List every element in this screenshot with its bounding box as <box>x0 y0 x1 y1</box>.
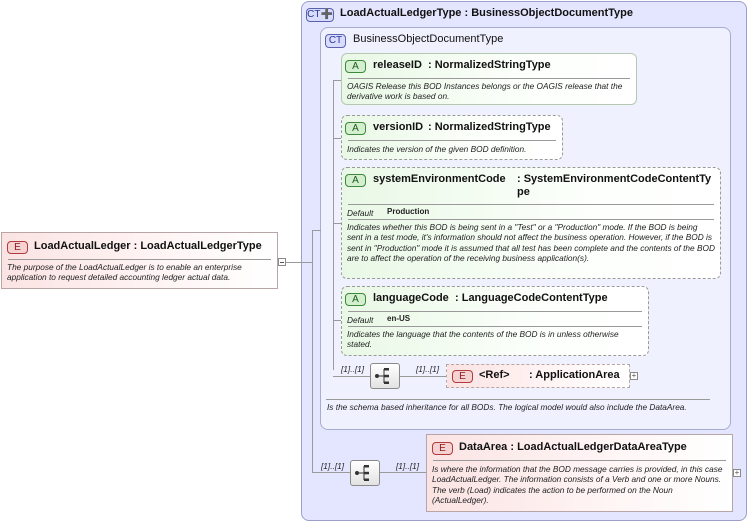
attr-tree-line <box>333 80 334 370</box>
attribute-separator <box>348 311 642 312</box>
default-value: Production <box>387 207 430 216</box>
elem-badge-label: E <box>439 443 446 454</box>
attribute-icon: A <box>345 293 366 306</box>
attribute-languagecode[interactable]: A languageCode : LanguageCodeContentType… <box>341 286 649 356</box>
attribute-icon: A <box>345 122 366 135</box>
outer-to-dataarea-seq <box>312 472 350 473</box>
element-multiplicity: [1]..[1] <box>416 364 440 374</box>
base-type-doc: Is the schema based inheritance for all … <box>327 402 687 412</box>
attribute-icon: A <box>345 174 366 187</box>
sequence-multiplicity: [1]..[1] <box>341 364 365 374</box>
seq-to-appArea <box>400 376 446 377</box>
attr-badge-label: A <box>352 123 359 134</box>
element-icon: E <box>432 442 453 455</box>
seq-branch <box>333 376 370 377</box>
outer-type-title: LoadActualLedgerType : BusinessObjectDoc… <box>340 7 633 19</box>
element-doc: The purpose of the LoadActualLedger is t… <box>7 262 242 283</box>
element-separator <box>433 460 726 461</box>
complex-type-extension-icon: CT➕ <box>306 8 334 22</box>
sequence-compositor-icon[interactable] <box>370 363 400 389</box>
complex-type-icon: CT <box>325 34 346 48</box>
outer-to-base <box>312 230 321 231</box>
element-icon: E <box>452 370 473 383</box>
element-separator <box>8 259 271 260</box>
attr-branch-2 <box>333 138 342 139</box>
attribute-type: : SystemEnvironmentCodeContentType <box>517 173 712 198</box>
ref-type: : ApplicationArea <box>529 369 620 381</box>
attribute-separator <box>348 219 714 220</box>
element-applicationarea[interactable]: E <Ref> : ApplicationArea <box>446 364 630 388</box>
element-title: LoadActualLedger : LoadActualLedgerType <box>34 240 262 252</box>
attribute-systemenvironmentcode[interactable]: A systemEnvironmentCode : SystemEnvironm… <box>341 167 721 279</box>
attribute-doc: OAGIS Release this BOD Instances belongs… <box>347 81 623 102</box>
attribute-name: versionID <box>373 121 424 133</box>
attr-branch-3 <box>333 223 342 224</box>
element-icon: E <box>7 241 28 254</box>
default-label: Default <box>347 315 374 325</box>
attribute-type: : LanguageCodeContentType <box>455 292 608 304</box>
attribute-type: : NormalizedStringType <box>428 59 551 71</box>
minus-collapse-icon[interactable] <box>278 258 286 266</box>
element-multiplicity: [1]..[1] <box>396 461 420 471</box>
attr-branch-4 <box>333 320 342 321</box>
attr-badge-label: A <box>352 175 359 186</box>
element-title: DataArea : LoadActualLedgerDataAreaType <box>459 441 687 453</box>
sequence-multiplicity: [1]..[1] <box>321 461 345 471</box>
attribute-type: : NormalizedStringType <box>428 121 551 133</box>
base-type-title: BusinessObjectDocumentType <box>353 33 504 45</box>
sequence-compositor-icon[interactable] <box>350 460 380 486</box>
elem-badge-label: E <box>459 371 466 382</box>
attribute-doc: Indicates whether this BOD is being sent… <box>347 222 715 263</box>
attribute-icon: A <box>345 60 366 73</box>
attr-branch-1 <box>333 80 342 81</box>
attribute-separator <box>348 326 642 327</box>
attribute-versionid[interactable]: A versionID : NormalizedStringType Indic… <box>341 115 563 160</box>
attribute-releaseid[interactable]: A releaseID : NormalizedStringType OAGIS… <box>341 53 637 105</box>
attribute-separator <box>348 78 630 79</box>
attr-badge-label: A <box>352 294 359 305</box>
root-connector <box>286 262 313 263</box>
elem-badge-label: E <box>14 242 21 253</box>
attribute-doc: Indicates the version of the given BOD d… <box>347 144 527 154</box>
element-loadactualledger[interactable]: E LoadActualLedger : LoadActualLedgerTyp… <box>1 232 278 289</box>
seq-to-dataarea <box>380 472 426 473</box>
element-doc: Is where the information that the BOD me… <box>432 464 723 505</box>
default-value: en-US <box>387 314 411 323</box>
attribute-name: languageCode <box>373 292 449 304</box>
attribute-separator <box>348 204 714 205</box>
attribute-separator <box>348 140 556 141</box>
plus-expand-icon[interactable]: + <box>630 371 638 380</box>
plus-expand-icon[interactable]: + <box>733 468 741 477</box>
attribute-name: systemEnvironmentCode <box>373 173 506 185</box>
default-label: Default <box>347 208 374 218</box>
attr-badge-label: A <box>352 61 359 72</box>
attribute-doc: Indicates the language that the contents… <box>347 329 619 350</box>
element-dataarea[interactable]: E DataArea : LoadActualLedgerDataAreaTyp… <box>426 434 733 512</box>
attribute-name: releaseID <box>373 59 422 71</box>
ref-label: <Ref> <box>479 369 510 381</box>
base-ct-badge-label: CT <box>328 35 343 46</box>
base-type-separator <box>326 399 710 400</box>
outer-tree-line <box>312 230 313 473</box>
outer-ct-badge-label: CT <box>307 9 321 20</box>
